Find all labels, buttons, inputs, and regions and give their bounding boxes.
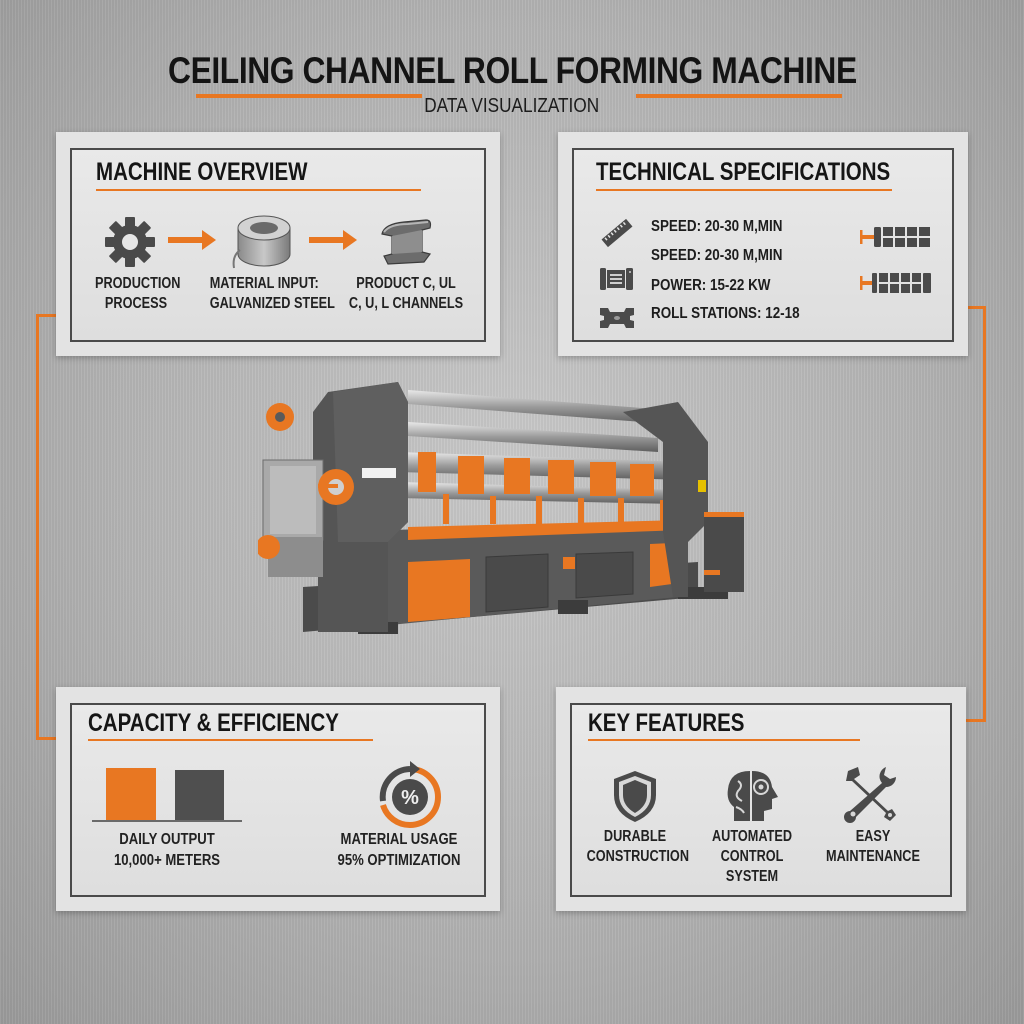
title-rule-left — [196, 94, 422, 98]
brain-gear-icon — [727, 771, 778, 821]
spec-roll-stations-line: ROLL STATIONS: 12-18 — [651, 305, 800, 322]
bar-gray — [175, 770, 224, 820]
roll-station-icon — [860, 273, 931, 293]
wrench-icon — [600, 308, 634, 328]
tools-icon — [844, 767, 896, 823]
motor-icon — [600, 268, 633, 290]
chart-baseline — [92, 820, 242, 822]
title-rule-right — [636, 94, 842, 98]
key-features-title: KEY FEATURES — [588, 709, 745, 737]
daily-output-label: DAILY OUTPUT 10,000+ METERS — [113, 831, 221, 869]
roll-forming-machine-illustration — [258, 382, 744, 634]
technical-specifications-panel: TECHNICAL SPECIFICATIONS SPEED: 20-30 M,… — [558, 132, 968, 356]
arrow-right-icon — [309, 230, 357, 250]
channel-profile-icon — [381, 219, 432, 265]
arrow-right-icon — [168, 230, 216, 250]
spec-speed-line-2: SPEED: 20-30 M,MIN — [651, 247, 783, 264]
feature-durable-label: DURABLE CONSTRUCTION — [586, 828, 690, 866]
bar-orange — [106, 768, 156, 820]
roll-station-icon — [860, 227, 930, 247]
step-production-label: PRODUCTION PROCESS — [95, 275, 181, 313]
connector-right — [966, 306, 986, 722]
spec-speed-line: SPEED: 20-30 M,MIN — [651, 218, 783, 235]
ruler-icon — [601, 218, 633, 248]
title-underline — [88, 739, 373, 741]
percent-cycle-icon: % — [379, 761, 442, 829]
title-underline — [96, 189, 421, 191]
machine-overview-panel: MACHINE OVERVIEW — [56, 132, 500, 356]
step-material-label: MATERIAL INPUT: GALVANIZED STEEL — [209, 275, 335, 313]
gear-icon — [105, 217, 155, 267]
connector-left — [36, 314, 58, 740]
page-subtitle: DATA VISUALIZATION — [424, 95, 600, 117]
feature-maintenance-label: EASY MAINTENANCE — [826, 828, 920, 866]
shield-icon — [614, 771, 656, 822]
title-underline — [588, 739, 860, 741]
title-underline — [596, 189, 892, 191]
capacity-efficiency-panel: CAPACITY & EFFICIENCY % DAILY OUTPUT 10,… — [56, 687, 500, 911]
page-title: CEILING CHANNEL ROLL FORMING MACHINE — [167, 50, 857, 91]
machine-overview-title: MACHINE OVERVIEW — [96, 158, 308, 186]
feature-automated-label: AUTOMATED CONTROL SYSTEM — [711, 828, 793, 886]
key-features-panel: KEY FEATURES DURABLE CONSTRUCTION AUTOMA… — [556, 687, 966, 911]
svg-text:%: % — [401, 787, 419, 809]
material-usage-label: MATERIAL USAGE 95% OPTIMIZATION — [337, 831, 461, 869]
steel-coil-icon — [232, 215, 291, 269]
bar-chart — [92, 765, 242, 823]
spec-power-line: POWER: 15-22 KW — [651, 277, 771, 294]
technical-specifications-title: TECHNICAL SPECIFICATIONS — [596, 158, 891, 186]
capacity-efficiency-title: CAPACITY & EFFICIENCY — [88, 709, 339, 737]
step-product-label: PRODUCT C, UL C, U, L CHANNELS — [348, 275, 464, 313]
